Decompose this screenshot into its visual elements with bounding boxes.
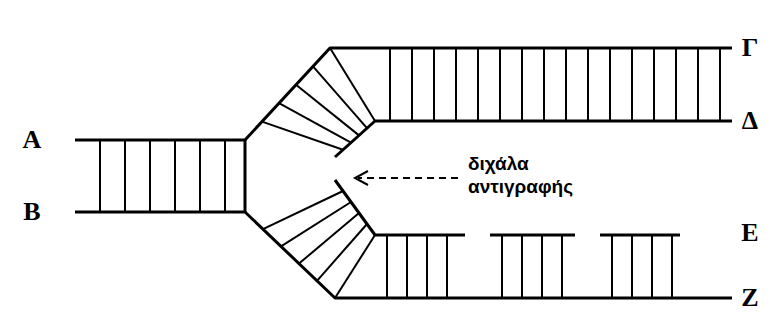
base-pair <box>455 49 457 120</box>
strand-label: Ζ <box>741 285 758 311</box>
base-pair <box>477 49 479 120</box>
base-pair <box>199 141 201 211</box>
base-pair <box>335 235 375 298</box>
dna-strand <box>75 212 732 298</box>
strand-label: Γ <box>742 35 759 61</box>
fork-junction <box>244 140 247 212</box>
base-pair <box>675 49 677 120</box>
base-pair <box>719 49 721 120</box>
arrow-head <box>355 171 368 185</box>
strand-label: Δ <box>742 108 758 134</box>
base-pair <box>671 236 673 297</box>
dna-strand <box>75 48 732 140</box>
dashed-arrow <box>358 177 458 179</box>
base-pair <box>281 202 351 246</box>
base-pair <box>149 141 151 211</box>
base-pair <box>124 141 126 211</box>
base-pair <box>317 224 367 281</box>
base-pair <box>631 49 633 120</box>
base-pair <box>224 141 226 211</box>
base-pair <box>386 236 388 297</box>
base-pair <box>279 103 351 142</box>
base-pair <box>433 49 435 120</box>
callout-label: διχάλα αντιγραφής <box>468 152 618 198</box>
base-pair <box>313 66 367 128</box>
strand-label: Β <box>23 199 40 225</box>
base-pair <box>406 236 408 297</box>
base-pair <box>262 122 343 150</box>
dna-strand <box>335 121 732 157</box>
base-pair <box>611 236 613 297</box>
base-pair <box>446 236 448 297</box>
base-pair <box>99 141 101 211</box>
base-pair <box>521 236 523 297</box>
base-pair <box>521 49 523 120</box>
base-pair <box>631 236 633 297</box>
base-pair <box>296 85 359 136</box>
base-pair <box>565 49 567 120</box>
base-pair <box>587 49 589 120</box>
base-pair <box>499 49 501 120</box>
base-pair <box>543 49 545 120</box>
okazaki-fragment <box>335 180 465 235</box>
base-pairs <box>100 48 720 298</box>
base-pair <box>697 49 699 120</box>
base-pair <box>609 49 611 120</box>
strand-label: Ε <box>741 220 758 246</box>
base-pair <box>426 236 428 297</box>
base-pair <box>561 236 563 297</box>
base-pair <box>653 49 655 120</box>
base-pair <box>299 213 359 264</box>
base-pair <box>389 49 391 120</box>
base-pair <box>651 236 653 297</box>
base-pair <box>263 191 343 229</box>
base-pair <box>411 49 413 120</box>
base-pair <box>174 141 176 211</box>
base-pair <box>541 236 543 297</box>
base-pair <box>501 236 503 297</box>
base-pair <box>330 48 375 121</box>
strand-label: Α <box>23 127 42 153</box>
